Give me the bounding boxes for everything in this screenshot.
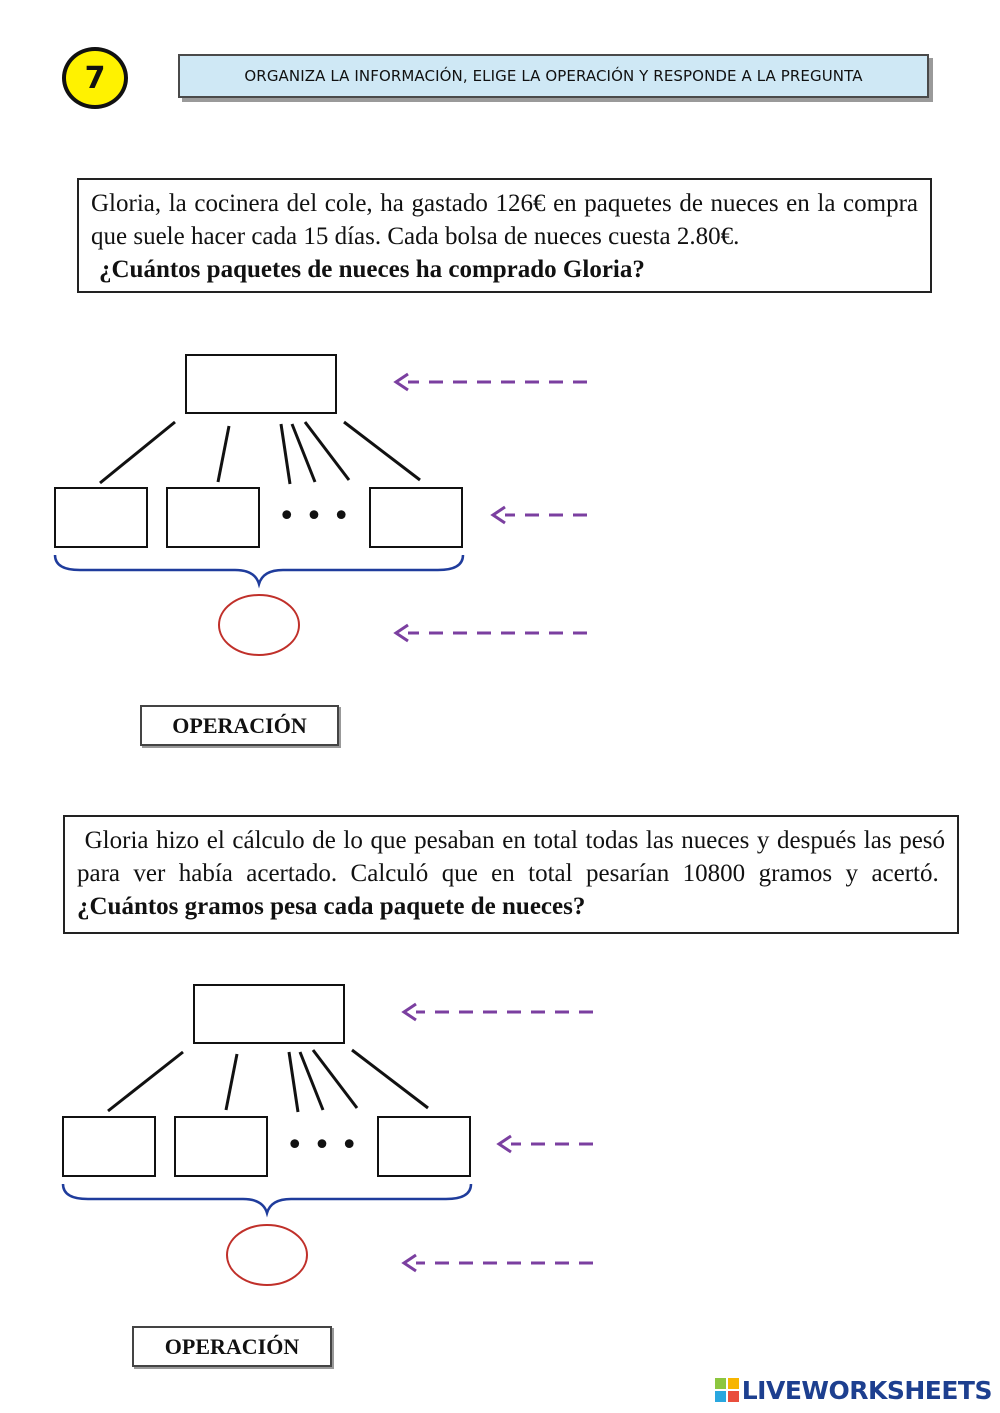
part-box-2[interactable]	[166, 487, 260, 548]
result-circle[interactable]	[226, 1224, 308, 1286]
problem-1-question: ¿Cuántos paquetes de nueces ha comprado …	[99, 256, 645, 283]
brace	[53, 554, 465, 589]
total-box[interactable]	[185, 354, 337, 414]
branch-line	[290, 423, 317, 483]
branch-line	[351, 1048, 429, 1110]
part-box-last[interactable]	[369, 487, 463, 548]
operation-label-text: OPERACIÓN	[172, 712, 307, 738]
total-box[interactable]	[193, 984, 345, 1044]
branch-line	[298, 1051, 325, 1111]
operation-label-1: OPERACIÓN	[140, 705, 339, 746]
exercise-number: 7	[84, 60, 106, 96]
liveworksheets-logo-icon	[714, 1378, 739, 1402]
logo-text: LIVEWORKSHEETS	[741, 1375, 993, 1405]
problem-1-text: Gloria, la cocinera del cole, ha gastado…	[91, 190, 918, 250]
problem-2-box: Gloria hizo el cálculo de lo que pesaban…	[63, 815, 959, 934]
part-box-1[interactable]	[54, 487, 148, 548]
problem-1-box: Gloria, la cocinera del cole, ha gastado…	[77, 178, 932, 293]
arrow-to-parts	[496, 1134, 593, 1154]
problem-2-question: ¿Cuántos gramos pesa cada paquete de nue…	[77, 893, 586, 920]
branch-line	[303, 421, 351, 481]
exercise-number-badge: 7	[62, 47, 128, 109]
instruction-banner: ORGANIZA LA INFORMACIÓN, ELIGE LA OPERAC…	[178, 54, 929, 98]
part-box-2[interactable]	[174, 1116, 268, 1177]
branch-line	[224, 1053, 239, 1111]
part-box-last[interactable]	[377, 1116, 471, 1177]
problem-1-diagram: • • •	[53, 354, 587, 656]
liveworksheets-logo: LIVEWORKSHEETS	[714, 1375, 993, 1405]
brace	[61, 1183, 473, 1218]
arrow-to-total	[393, 372, 587, 392]
ellipsis: • • •	[286, 1128, 358, 1163]
arrow-to-result	[401, 1253, 593, 1273]
branch-line	[99, 420, 176, 485]
instruction-text: ORGANIZA LA INFORMACIÓN, ELIGE LA OPERAC…	[244, 67, 863, 85]
branch-line	[279, 423, 292, 485]
branch-line	[343, 420, 421, 482]
part-box-1[interactable]	[62, 1116, 156, 1177]
problem-2-diagram: • • •	[61, 984, 593, 1286]
branch-line	[107, 1050, 184, 1113]
branch-line	[311, 1049, 359, 1109]
result-circle[interactable]	[218, 594, 300, 656]
ellipsis: • • •	[278, 499, 350, 534]
arrow-to-result	[393, 623, 587, 643]
arrow-to-total	[401, 1002, 593, 1022]
branch-line	[287, 1051, 300, 1113]
branch-line	[216, 425, 231, 483]
arrow-to-parts	[490, 505, 587, 525]
problem-2-text: Gloria hizo el cálculo de lo que pesaban…	[77, 827, 946, 887]
operation-label-text: OPERACIÓN	[164, 1333, 300, 1359]
operation-label-2: OPERACIÓN	[132, 1326, 332, 1367]
